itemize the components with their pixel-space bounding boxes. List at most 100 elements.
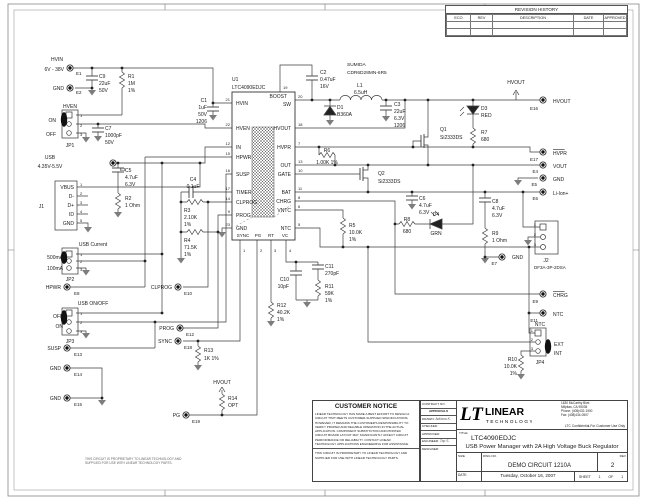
confidential-note: LTC Confidential-For Customer Use Only [564, 424, 625, 429]
c10-val: 10pF [278, 284, 289, 290]
r1-tol: 1% [128, 88, 136, 94]
addr-line2: Milpitas, CA 95035 [561, 404, 588, 409]
led-d4 [428, 210, 443, 230]
r5-tol: 1% [349, 237, 357, 243]
c9-val: 22uF [99, 81, 110, 87]
u1-pin-sw: SW [283, 102, 291, 108]
r4-tol: 1% [184, 252, 192, 258]
r2-val: 1 Ohm [125, 203, 140, 209]
schematic-title: USB Power Manager with 2A High Voltage B… [465, 444, 619, 451]
e10-label: E10 [184, 291, 193, 296]
date-value: Tuesday, October 16, 2007 [482, 472, 575, 481]
u1-pin-vntc: VNTC [277, 208, 291, 214]
ground-symbols [82, 90, 532, 406]
c11-val: 270pF [325, 271, 339, 277]
jp2-pin2: 2 [80, 259, 83, 264]
lt-logo-mark: LT [460, 404, 484, 425]
rev-col-approved: APPROVED [603, 14, 627, 22]
jp4-int: INT [554, 351, 562, 357]
c11-ref: C11 [325, 264, 334, 270]
u1-pin-hven: HVEN [236, 126, 250, 132]
r9-val: 1 Ohm [492, 238, 507, 244]
j2-num1: 1 [534, 222, 537, 227]
d1-part: B360A [337, 112, 353, 118]
jp4-pin2: 2 [531, 337, 534, 342]
engineer-cell: ENGINEER: Tap S. [421, 439, 456, 446]
logo-name2: TECHNOLOGY [486, 419, 532, 424]
c7-val: 1000pF [105, 133, 122, 139]
r13-ref: R13 [204, 348, 213, 354]
jp2-500ma: 500mA [47, 255, 64, 261]
terminal-e12 [176, 324, 184, 332]
terminal-e18 [174, 337, 182, 345]
terminal-e1 [66, 64, 74, 72]
rev-number: 2 [610, 462, 615, 470]
e18-net: SYNC [158, 339, 172, 345]
u1-num-19: 19 [283, 85, 288, 90]
u1-num-6: 6 [298, 204, 301, 209]
u1-pin-vc: VC [282, 233, 289, 238]
d1-ref: D1 [337, 105, 344, 111]
l1-ref: L1 [357, 83, 363, 89]
e1-label: E1 [76, 71, 82, 76]
e14-net: GND [50, 366, 62, 372]
designer-cell: DESIGNER: [422, 446, 440, 451]
u1-num-13: 13 [298, 159, 303, 164]
jp3-ref: JP3 [66, 339, 75, 345]
r6-val: 1.00K 1% [316, 160, 338, 166]
terminal-e7 [498, 253, 506, 261]
approvals-cell: APPROVALS [421, 409, 456, 416]
r8-val: 680 [403, 229, 412, 235]
j1-num3: 3 [80, 200, 83, 205]
e3-label: E3 [120, 167, 126, 172]
j1-num4: 4 [80, 209, 83, 214]
notice-line: CIRCUIT THAT MEETS CUSTOMER-SUPPLIED SPE… [315, 416, 409, 421]
u1-pin-susp: SUSP [236, 172, 250, 178]
j2-num3: 3 [534, 242, 537, 247]
terminal-e9 [539, 290, 547, 298]
u1-num-4: 4 [289, 248, 292, 253]
notice-line: CIRCUIT BOARD LAYOUT MAY SIGNIFICANTLY A… [315, 433, 409, 438]
sheet-label: SHEET [578, 474, 591, 479]
r7-val: 680 [481, 137, 490, 143]
terminal-e15 [63, 394, 71, 402]
u1-pin-hvpr: HVPR [277, 145, 291, 151]
rev-cell: REV 2 [598, 453, 627, 471]
customer-notice: CUSTOMER NOTICE LINEAR TECHNOLOGY HAS MA… [312, 400, 420, 482]
dwg-number: DEMO CIRCUIT 1210A [508, 463, 571, 470]
u1-pin-out: OUT [280, 163, 291, 169]
drawn-cell: DRAWN: Adriana K. [421, 416, 456, 424]
sheet-number: 1 [598, 474, 601, 479]
e4-net: VOUT [553, 164, 567, 170]
jp4-title: NTC [535, 322, 546, 328]
c8-val: 4.7uF [492, 206, 505, 212]
c6-volt: 6.3V [419, 210, 430, 216]
jp1-on: ON [49, 118, 57, 124]
u1-num-16: 16 [226, 168, 231, 173]
c8-ref: C8 [492, 199, 499, 205]
u1-pin-prog: PROG [236, 213, 251, 219]
jp1-pin2: 2 [80, 123, 83, 128]
terminal-e17 [539, 148, 547, 156]
e6-net: Li-Ion+ [553, 191, 569, 197]
approved-cell: APPROVED: [421, 431, 456, 439]
u1-pin-bat: BAT [282, 190, 291, 196]
r8-ref: R8 [404, 217, 411, 223]
e15-net: GND [50, 396, 62, 402]
d3-color: RED [481, 113, 492, 119]
j1-ref: J1 [39, 204, 45, 210]
r14-val: OPT [228, 403, 238, 409]
proprietary-line2: SUPPLIED FOR USE WITH LINEAR TECHNOLOGY … [85, 461, 173, 466]
j1-num1: 1 [80, 182, 83, 187]
r12-val: 40.2K [277, 310, 291, 316]
e10-net: CLPROG [151, 285, 172, 291]
rev-row-empty [446, 21, 627, 29]
r3-val: 2.10K [184, 215, 198, 221]
of-total: 1 [621, 474, 624, 479]
checked-cell: CHECKED: [421, 424, 456, 431]
terminal-e14 [63, 364, 71, 372]
e7-label: E7 [491, 261, 497, 266]
u1-num-17: 17 [226, 186, 231, 191]
